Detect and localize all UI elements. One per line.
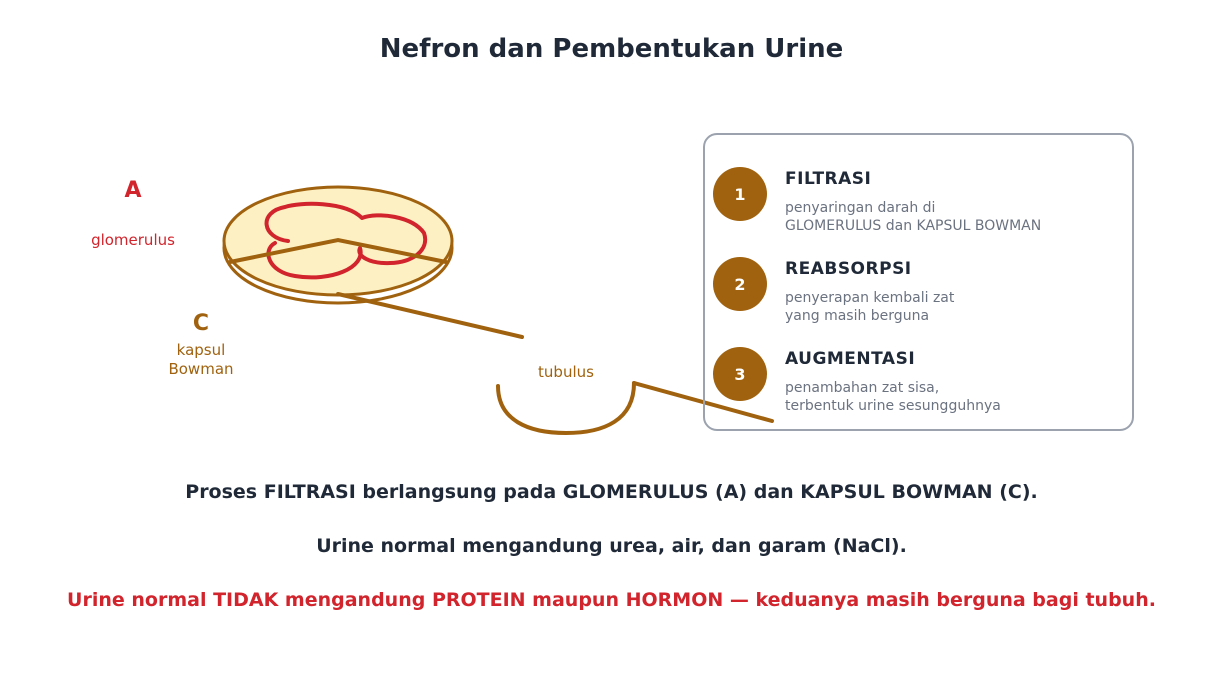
statement-warning: Urine normal TIDAK mengandung PROTEIN ma… — [67, 589, 1156, 611]
step-title: REABSORPSI — [785, 259, 912, 279]
label-kapsul-line2: Bowman — [168, 360, 234, 378]
process-steps-box: 1 FILTRASI penyaringan darah di GLOMERUL… — [703, 133, 1134, 431]
step-number-badge: 3 — [713, 347, 767, 401]
glomerulus-shape — [264, 201, 428, 280]
label-kapsul-bowman: kapsul Bowman — [141, 341, 261, 379]
step-description: penambahan zat sisa, terbentuk urine ses… — [785, 379, 1001, 415]
step-desc-line2: GLOMERULUS dan KAPSUL BOWMAN — [785, 218, 1042, 234]
step-desc-line1: penambahan zat sisa, — [785, 380, 940, 396]
step-desc-line1: penyaringan darah di — [785, 200, 936, 216]
label-a: A — [124, 178, 142, 203]
label-kapsul-line1: kapsul — [176, 341, 226, 359]
tubule-segment-1 — [336, 292, 524, 339]
step-desc-line1: penyerapan kembali zat — [785, 290, 955, 306]
statement-composition: Urine normal mengandung urea, air, dan g… — [316, 535, 907, 557]
tubule-loop — [496, 381, 636, 436]
label-c: C — [192, 311, 210, 336]
label-glomerulus: glomerulus — [91, 231, 175, 249]
step-filtrasi: 1 FILTRASI penyaringan darah di GLOMERUL… — [713, 167, 1133, 247]
step-number-badge: 2 — [713, 257, 767, 311]
capsule-inner-line — [228, 237, 448, 264]
step-title: AUGMENTASI — [785, 349, 916, 369]
step-description: penyaringan darah di GLOMERULUS dan KAPS… — [785, 199, 1041, 235]
statement-filtration: Proses FILTRASI berlangsung pada GLOMERU… — [185, 481, 1038, 503]
label-tubulus: tubulus — [538, 363, 594, 381]
step-desc-line2: yang masih berguna — [785, 308, 930, 324]
step-reabsorpsi: 2 REABSORPSI penyerapan kembali zat yang… — [713, 257, 1133, 337]
step-description: penyerapan kembali zat yang masih bergun… — [785, 289, 954, 325]
step-desc-line2: terbentuk urine sesungguhnya — [785, 398, 1001, 414]
step-number-badge: 1 — [713, 167, 767, 221]
page-title: Nefron dan Pembentukan Urine — [379, 34, 844, 64]
step-augmentasi: 3 AUGMENTASI penambahan zat sisa, terben… — [713, 347, 1133, 427]
step-title: FILTRASI — [785, 169, 872, 189]
